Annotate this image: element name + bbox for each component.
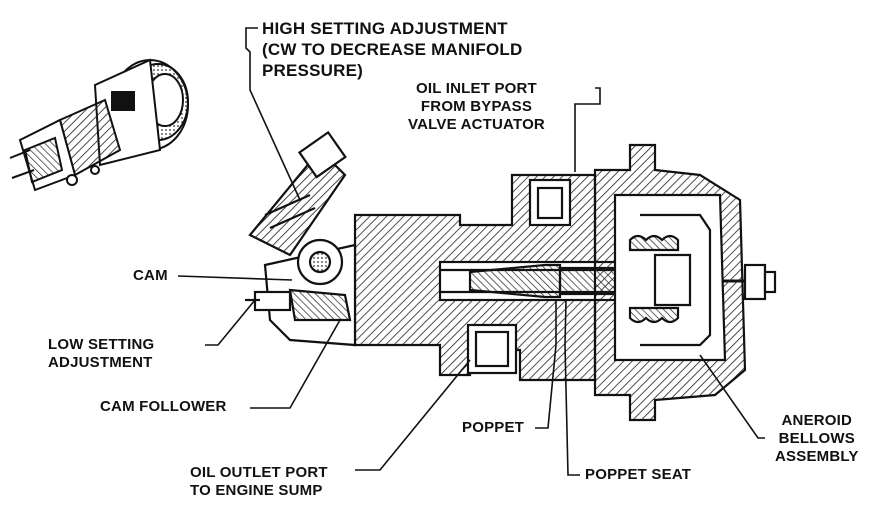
label-poppet-seat: POPPET SEAT [585, 466, 692, 483]
aneroid-housing [593, 143, 777, 422]
label-cam-follower: CAM FOLLOWER [100, 398, 227, 415]
leader-poppet [535, 300, 557, 429]
label-high-setting-adjustment: HIGH SETTING ADJUSTMENT (CW TO DECREASE … [262, 19, 523, 80]
adjustment-lever [248, 130, 347, 257]
label-oil-inlet-port: OIL INLET PORT FROM BYPASS VALVE ACTUATO… [408, 80, 545, 133]
leader-poppet-seat [564, 299, 580, 476]
leader-aneroid [699, 354, 765, 439]
leader-high-setting [245, 27, 301, 201]
label-aneroid-bellows-assembly: ANEROID BELLOWS ASSEMBLY [775, 412, 859, 465]
valve-body [353, 173, 770, 382]
label-cam: CAM [133, 267, 168, 284]
leader-oil-inlet [574, 87, 601, 172]
leader-low-setting [205, 299, 256, 346]
unit-thumbnail [9, 58, 189, 192]
label-oil-outlet-port: OIL OUTLET PORT TO ENGINE SUMP [190, 464, 328, 499]
leader-cam [177, 275, 293, 281]
leader-cam-follower [250, 319, 341, 409]
cam-housing [245, 238, 357, 347]
label-poppet: POPPET [462, 419, 525, 436]
leader-oil-outlet [355, 359, 471, 471]
label-low-setting-adjustment: LOW SETTING ADJUSTMENT [48, 336, 155, 371]
leader-lines [177, 27, 765, 476]
